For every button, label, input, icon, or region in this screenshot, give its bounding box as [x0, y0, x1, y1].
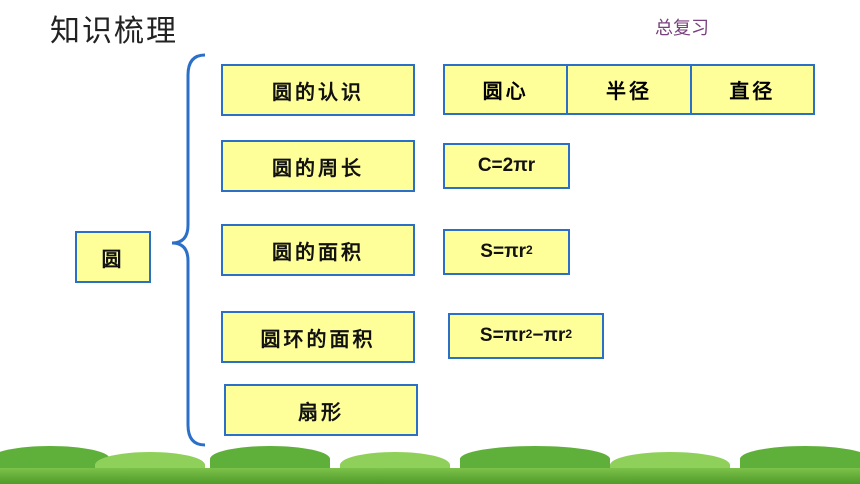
branch-area: 圆的面积 — [221, 224, 415, 276]
part-diameter: 直径 — [729, 79, 776, 103]
grass-bush — [740, 446, 860, 472]
formula-area-base: S=πr — [480, 241, 527, 262]
branch-label: 扇形 — [298, 399, 344, 424]
grass-bush — [460, 446, 610, 472]
branch-label: 圆的认识 — [272, 79, 364, 104]
part-center: 圆心 — [445, 66, 569, 113]
formula-circumference: C=2πr — [443, 143, 570, 189]
branch-label: 圆的周长 — [272, 155, 364, 180]
part-radius: 半径 — [568, 66, 692, 113]
formula-ring-part1: S=πr — [479, 325, 526, 346]
branch-sector: 扇形 — [224, 384, 418, 436]
page-title: 知识梳理 — [50, 14, 178, 49]
grass-bush — [210, 446, 330, 472]
formula-circumference-text: C=2πr — [477, 155, 536, 176]
root-node-label: 圆 — [101, 246, 125, 271]
branch-label: 圆环的面积 — [260, 326, 376, 351]
grass-ground — [0, 468, 860, 484]
formula-ring-exp1: 2 — [525, 327, 533, 341]
formula-ring-part2: −πr — [532, 325, 566, 346]
section-subtitle: 总复习 — [655, 18, 709, 39]
formula-ring-exp2: 2 — [565, 327, 573, 341]
branch-circumference: 圆的周长 — [221, 140, 415, 192]
branch-circle-recognition: 圆的认识 — [221, 64, 415, 116]
recognition-parts-row: 圆心 半径 直径 — [443, 64, 815, 115]
branch-label: 圆的面积 — [272, 239, 364, 264]
branch-ring-area: 圆环的面积 — [221, 311, 415, 363]
grass-bush — [0, 446, 110, 472]
root-node-circle: 圆 — [75, 231, 151, 283]
brace-path — [171, 53, 206, 447]
formula-area-exponent: 2 — [526, 243, 533, 257]
